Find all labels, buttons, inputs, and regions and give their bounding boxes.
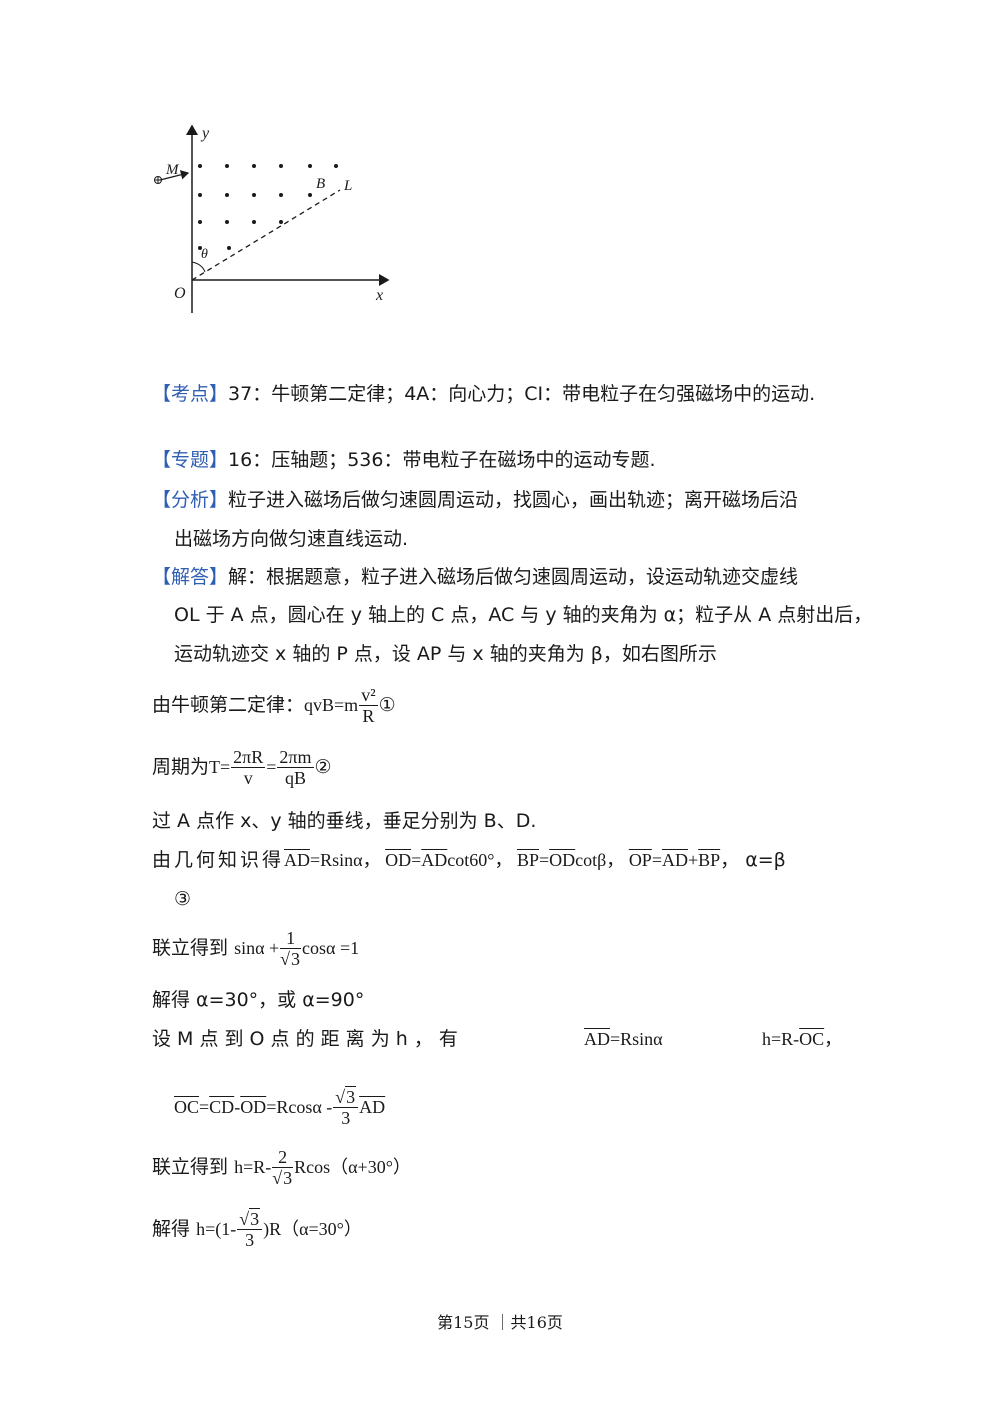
zhuanti-tag: 【专题】 xyxy=(152,449,229,471)
jieda-line-2: OL 于 A 点，圆心在 y 轴上的 C 点，AC 与 y 轴的夹角为 α；粒子… xyxy=(174,604,873,626)
distance-text: 设 M 点 到 O 点 的 距 离 为 h ， 有 xyxy=(152,1028,458,1050)
geometry-line: 由几何知识得AD=Rsinα， OD=ADcot60°， BP=ODcotβ， … xyxy=(152,849,786,871)
eq6-prefix: 解得 xyxy=(152,1218,191,1240)
page-footer: 第15页 ｜共16页 xyxy=(437,1313,563,1332)
label-x: x xyxy=(375,287,383,304)
eq1-mark: ① xyxy=(378,694,396,716)
jieda-line-1: 【解答】解：根据题意，粒子进入磁场后做匀速圆周运动，设运动轨迹交虚线 xyxy=(152,565,798,589)
fenxi-tag: 【分析】 xyxy=(152,489,229,511)
eq5-fraction: 2√3 xyxy=(272,1147,294,1188)
kaodian-line: 【考点】37：牛顿第二定律；4A：向心力；CI：带电粒子在匀强磁场中的运动. xyxy=(152,382,815,406)
label-B: B xyxy=(316,176,325,192)
incident-arrow xyxy=(159,170,190,181)
magnetic-field-figure: y x O M B L θ xyxy=(154,124,390,313)
eq2-prefix: 周期为 xyxy=(152,756,210,778)
zhuanti-line: 【专题】16：压轴题；536：带电粒子在磁场中的运动专题. xyxy=(152,448,656,472)
jieda-tag: 【解答】 xyxy=(152,566,229,588)
geo-prefix: 由几何知识得 xyxy=(152,849,285,871)
kaodian-tag: 【考点】 xyxy=(152,383,229,405)
eq1-lhs: qvB=m xyxy=(304,695,359,715)
distance-line: 设 M 点 到 O 点 的 距 离 为 h ， 有 AD=Rsinα h=R-O… xyxy=(152,1028,843,1050)
label-theta: θ xyxy=(201,247,208,262)
kaodian-text: 37：牛顿第二定律；4A：向心力；CI：带电粒子在匀强磁场中的运动. xyxy=(228,383,816,405)
solution-1: 解得 α=30°，或 α=90° xyxy=(152,989,365,1011)
label-M: M xyxy=(165,162,180,178)
label-y: y xyxy=(200,125,210,142)
perpendicular-text: 过 A 点作 x、y 轴的垂线，垂足分别为 B、D. xyxy=(152,810,537,832)
theta-arc xyxy=(191,261,206,273)
fenxi-text-1: 粒子进入磁场后做匀速圆周运动，找圆心，画出轨迹；离开磁场后沿 xyxy=(228,489,799,511)
label-O: O xyxy=(174,285,186,302)
eq3-prefix: 联立得到 xyxy=(152,937,229,959)
label-L: L xyxy=(343,178,352,194)
fenxi-line-1: 【分析】粒子进入磁场后做匀速圆周运动，找圆心，画出轨迹；离开磁场后沿 xyxy=(152,488,798,512)
geometry-mark: ③ xyxy=(174,888,192,910)
eq2-mark: ② xyxy=(314,756,332,778)
jieda-text-1: 解：根据题意，粒子进入磁场后做匀速圆周运动，设运动轨迹交虚线 xyxy=(228,566,799,588)
zhuanti-text: 16：压轴题；536：带电粒子在磁场中的运动专题. xyxy=(228,449,656,471)
fenxi-line-2: 出磁场方向做匀速直线运动. xyxy=(174,528,409,550)
eq1-prefix: 由牛顿第二定律： xyxy=(152,694,305,716)
eq5-prefix: 联立得到 xyxy=(152,1156,229,1178)
jieda-line-3: 运动轨迹交 x 轴的 P 点，设 AP 与 x 轴的夹角为 β，如右图所示 xyxy=(174,643,717,665)
eq2-t: T= xyxy=(209,757,231,777)
eq3-fraction: 1√3 xyxy=(280,928,302,969)
field-dots xyxy=(198,164,338,250)
boundary-line-OL xyxy=(191,189,341,281)
